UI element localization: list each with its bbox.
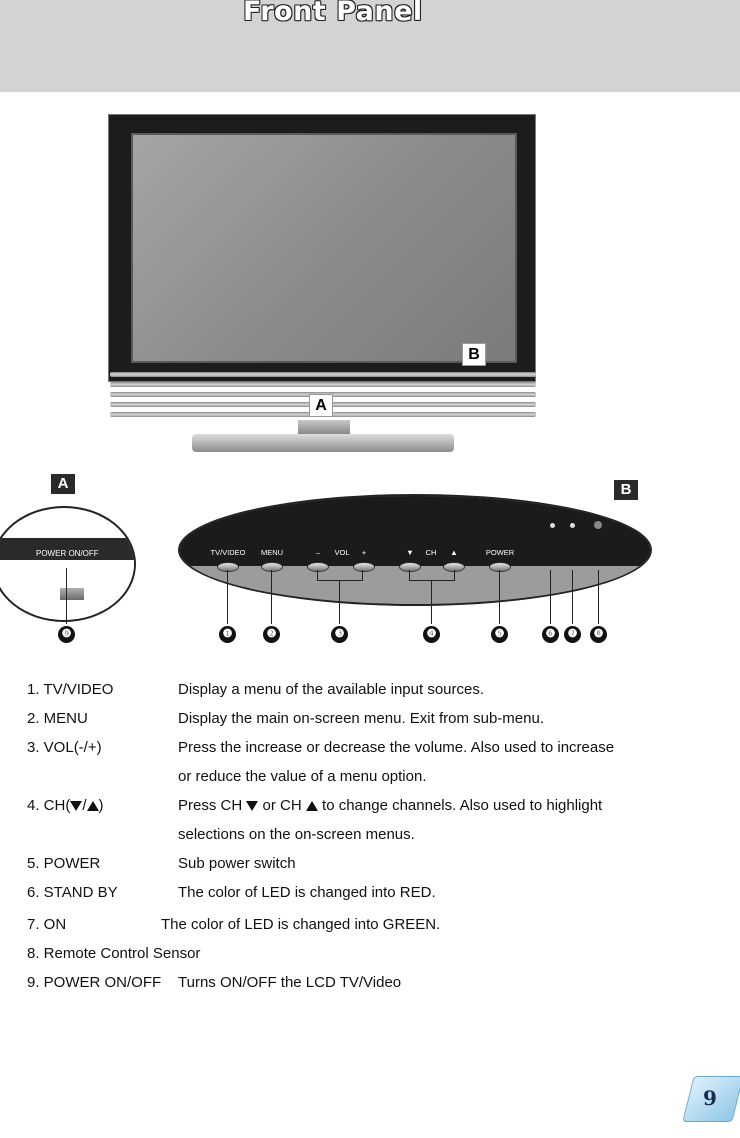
- tv-frame: [108, 114, 536, 382]
- item-8-term: 8. Remote Control Sensor: [27, 945, 201, 962]
- callout-6: ❻: [542, 626, 559, 643]
- power-label: POWER: [485, 548, 515, 557]
- page-number-badge: 9: [682, 1072, 740, 1128]
- ch-bracket: [409, 570, 455, 581]
- item-7-desc: The color of LED is changed into GREEN.: [161, 916, 441, 933]
- leader-line: [572, 570, 573, 624]
- callout-2: ❷: [263, 626, 280, 643]
- ch-up-icon: [86, 801, 99, 812]
- ch-up-label: ▲: [450, 548, 458, 557]
- callout-1: ❶: [219, 626, 236, 643]
- item-9-desc: Turns ON/OFF the LCD TV/Video: [178, 974, 402, 991]
- item-3-term: 3. VOL(-/+): [27, 739, 102, 756]
- tv-video-label: TV/VIDEO: [210, 548, 246, 557]
- item-3-desc-cont: or reduce the value of a menu option.: [178, 768, 427, 785]
- callout-a: A: [51, 474, 75, 494]
- callout-7: ❼: [564, 626, 581, 643]
- tv-stand-base: [192, 434, 454, 452]
- standby-led: [550, 523, 555, 528]
- vol-label: VOL: [334, 548, 350, 557]
- item-2-desc: Display the main on-screen menu. Exit fr…: [178, 710, 544, 727]
- power-switch-label: POWER ON/OFF: [36, 549, 99, 558]
- menu-label: MENU: [260, 548, 284, 557]
- item-4-desc-a: Press CH: [178, 797, 247, 814]
- leader-line: [598, 570, 599, 624]
- ch-down-icon: [70, 801, 83, 812]
- item-4-desc: Press CH or CH to change channels. Also …: [178, 797, 602, 815]
- item-6-term: 6. STAND BY: [27, 884, 118, 901]
- callout-3: ❸: [331, 626, 348, 643]
- item-4-term: 4. CH( /): [27, 797, 104, 815]
- leader-line: [550, 570, 551, 624]
- page-title: Front Panel: [243, 0, 423, 27]
- tv-marker-a: A: [309, 394, 333, 417]
- remote-sensor: [594, 521, 602, 529]
- closeup-bezel: [0, 538, 134, 560]
- callout-5: ❺: [491, 626, 508, 643]
- tv-screen: [131, 133, 517, 363]
- menu-button[interactable]: [261, 562, 283, 572]
- control-panel: TV/VIDEO MENU – VOL + ▼ CH ▲ POWER: [178, 494, 652, 606]
- leader-line: [499, 570, 500, 624]
- item-4-term-mid: /: [82, 797, 87, 814]
- power-button[interactable]: [489, 562, 511, 572]
- ch-down-label: ▼: [406, 548, 414, 557]
- tv-stand-neck: [298, 420, 350, 434]
- callout-9: ❾: [58, 626, 75, 643]
- vol-minus-label: –: [315, 548, 321, 557]
- ch-label: CH: [425, 548, 437, 557]
- tv-illustration: B A: [108, 110, 538, 455]
- leader-line: [431, 580, 432, 624]
- item-4-desc-c: to change channels. Also used to highlig…: [317, 797, 603, 814]
- vol-up-button[interactable]: [353, 562, 375, 572]
- item-1-term: 1. TV/VIDEO: [27, 681, 114, 698]
- ch-down-button[interactable]: [399, 562, 421, 572]
- item-7-term: 7. ON: [27, 916, 67, 933]
- item-6-desc: The color of LED is changed into RED.: [178, 884, 436, 901]
- leader-line: [271, 570, 272, 624]
- tv-marker-b: B: [462, 343, 486, 366]
- item-4-term-pre: 4. CH(: [27, 797, 71, 814]
- vol-down-button[interactable]: [307, 562, 329, 572]
- ch-up-icon: [305, 801, 318, 812]
- power-switch-closeup: POWER ON/OFF: [0, 506, 136, 622]
- tv-video-button[interactable]: [217, 562, 239, 572]
- item-4-desc-b: or CH: [258, 797, 306, 814]
- item-1-desc: Display a menu of the available input so…: [178, 681, 485, 698]
- item-2-term: 2. MENU: [27, 710, 88, 727]
- control-panel-bezel: [180, 496, 650, 566]
- header-band: Front Panel: [0, 0, 740, 92]
- leader-line: [227, 570, 228, 624]
- item-5-term: 5. POWER: [27, 855, 101, 872]
- leader-line: [66, 568, 67, 624]
- item-4-term-post: ): [98, 797, 104, 814]
- item-3-desc: Press the increase or decrease the volum…: [178, 739, 615, 756]
- vol-bracket: [317, 570, 363, 581]
- item-9-term: 9. POWER ON/OFF: [27, 974, 162, 991]
- tv-grille: [110, 382, 536, 387]
- callout-b: B: [614, 480, 638, 500]
- ch-down-icon: [246, 801, 259, 812]
- item-4-desc-cont: selections on the on-screen menus.: [178, 826, 415, 843]
- page-number: 9: [703, 1086, 717, 1110]
- power-switch[interactable]: [60, 588, 84, 600]
- tv-grille: [110, 372, 536, 377]
- on-led: [570, 523, 575, 528]
- callout-8: ❽: [590, 626, 607, 643]
- callout-4: ❹: [423, 626, 440, 643]
- vol-plus-label: +: [361, 548, 367, 557]
- item-5-desc: Sub power switch: [178, 855, 296, 872]
- front-panel-detail: A B POWER ON/OFF TV/VIDEO MENU – VOL + ▼…: [0, 470, 740, 650]
- leader-line: [339, 580, 340, 624]
